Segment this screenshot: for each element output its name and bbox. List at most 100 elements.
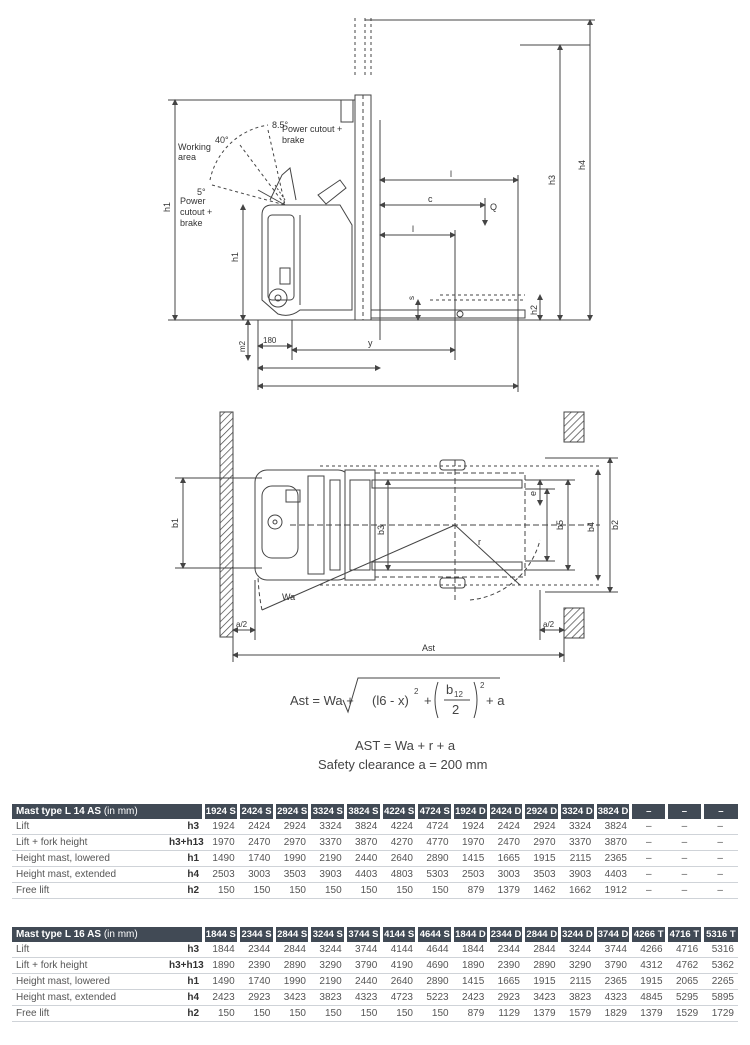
table-cell: 2440	[345, 973, 382, 990]
table-cell: 3903	[559, 866, 596, 883]
mast-code: 4224 S	[379, 804, 417, 819]
row-symbol: h3+h13	[167, 834, 204, 851]
row-symbol: h4	[167, 989, 204, 1006]
table-cell: 4144	[381, 942, 417, 958]
table-cell: 4770	[416, 834, 453, 851]
mast-code: –	[700, 804, 738, 819]
table-cell: 879	[452, 882, 489, 899]
table-cell: 2424	[488, 819, 524, 835]
side-view	[168, 18, 595, 392]
table-cell: 1665	[488, 973, 524, 990]
table-cell: –	[666, 834, 703, 851]
table-cell: 3423	[523, 989, 560, 1006]
mast-code: 2344 S	[237, 927, 275, 942]
dim-l-inner: l	[412, 224, 414, 234]
table-cell: 2440	[345, 850, 382, 867]
mast-code: 5316 T	[700, 927, 738, 942]
row-symbol: h4	[167, 866, 204, 883]
mast-code: 3744 D	[593, 927, 631, 942]
dim-a2-left: a/2	[236, 620, 248, 629]
table-cell: 1415	[452, 973, 489, 990]
row-symbol: h1	[167, 973, 204, 990]
table-cell: 1729	[702, 1005, 738, 1022]
dim-180: 180	[263, 336, 277, 345]
table-cell: 3003	[488, 866, 524, 883]
row-symbol: h3	[167, 819, 204, 835]
row-label: Lift	[12, 942, 167, 958]
dim-r: r	[478, 537, 481, 547]
mast-code: 2924 S	[272, 804, 310, 819]
table-cell: 2265	[702, 973, 738, 990]
top-view-labels: b1 b3 b5 b4 b2 e r Wa a/2 a/2 Ast	[170, 491, 620, 653]
dim-b1: b1	[170, 518, 180, 528]
table-cell: 1740	[238, 850, 275, 867]
table-cell: 1915	[523, 973, 560, 990]
dim-a2-right: a/2	[543, 620, 555, 629]
table-cell: –	[702, 834, 738, 851]
table-cell: 150	[203, 1005, 239, 1022]
dim-y: y	[368, 338, 373, 348]
table-cell: 3244	[559, 942, 596, 958]
formula-exponent-b: 2	[480, 681, 485, 690]
table-cell: 150	[345, 1005, 382, 1022]
table-cell: 1579	[559, 1005, 596, 1022]
table-cell: 3003	[238, 866, 275, 883]
table-cell: 2470	[238, 834, 275, 851]
table-cell: 150	[238, 882, 275, 899]
table-cell: 2390	[238, 957, 275, 974]
row-label: Height mast, extended	[12, 989, 167, 1006]
table-cell: 3823	[559, 989, 596, 1006]
mast-code: –	[665, 804, 703, 819]
table-cell: 3790	[595, 957, 631, 974]
mast-code: 4724 S	[415, 804, 453, 819]
table-cell: 3423	[274, 989, 310, 1006]
table-cell: 4190	[381, 957, 417, 974]
table-cell: 1890	[452, 957, 489, 974]
table-cell: 1829	[595, 1005, 631, 1022]
power-cutout-top-note: Power cutout + brake	[282, 124, 343, 145]
table-cell: 2115	[559, 973, 596, 990]
dim-h4: h4	[577, 160, 587, 170]
table-cell: 3824	[345, 819, 382, 835]
mast-code: 2844 S	[272, 927, 310, 942]
table-cell: 1915	[523, 850, 560, 867]
dim-ast: Ast	[422, 643, 436, 653]
table-cell: –	[666, 882, 703, 899]
mast-code: 1924 D	[451, 804, 489, 819]
dim-b4: b4	[586, 522, 596, 532]
formula-safety-clearance: Safety clearance a = 200 mm	[318, 757, 487, 772]
table-cell: 4270	[381, 834, 417, 851]
table-cell: –	[702, 882, 738, 899]
table-cell: –	[630, 866, 667, 883]
table-cell: 150	[238, 1005, 275, 1022]
table-cell: 1844	[203, 942, 239, 958]
dim-h3: h3	[547, 175, 557, 185]
table-cell: 2190	[309, 973, 346, 990]
table-cell: –	[630, 882, 667, 899]
table-cell: 2470	[488, 834, 524, 851]
dim-b2: b2	[610, 520, 620, 530]
dim-q: Q	[490, 202, 497, 212]
row-symbol: h3	[167, 942, 204, 958]
ast-formula-block: Ast = Wa + (l6 - x) 2 + b 12 2 2 + a AST…	[290, 677, 505, 772]
top-view	[175, 411, 618, 662]
mast-code: 3244 D	[558, 927, 596, 942]
table-cell: 2640	[381, 973, 417, 990]
table-cell: 5362	[702, 957, 738, 974]
table-cell: 2640	[381, 850, 417, 867]
mast-code: 3744 S	[344, 927, 382, 942]
table-cell: 3744	[345, 942, 382, 958]
table-cell: 4716	[666, 942, 703, 958]
table-cell: 1490	[203, 850, 239, 867]
mast-code: 3324 S	[308, 804, 346, 819]
dim-b3: b3	[376, 525, 386, 535]
formula-ast-2: AST = Wa + r + a	[355, 738, 456, 753]
dim-b5: b5	[555, 520, 565, 530]
row-symbol: h2	[167, 1005, 204, 1022]
